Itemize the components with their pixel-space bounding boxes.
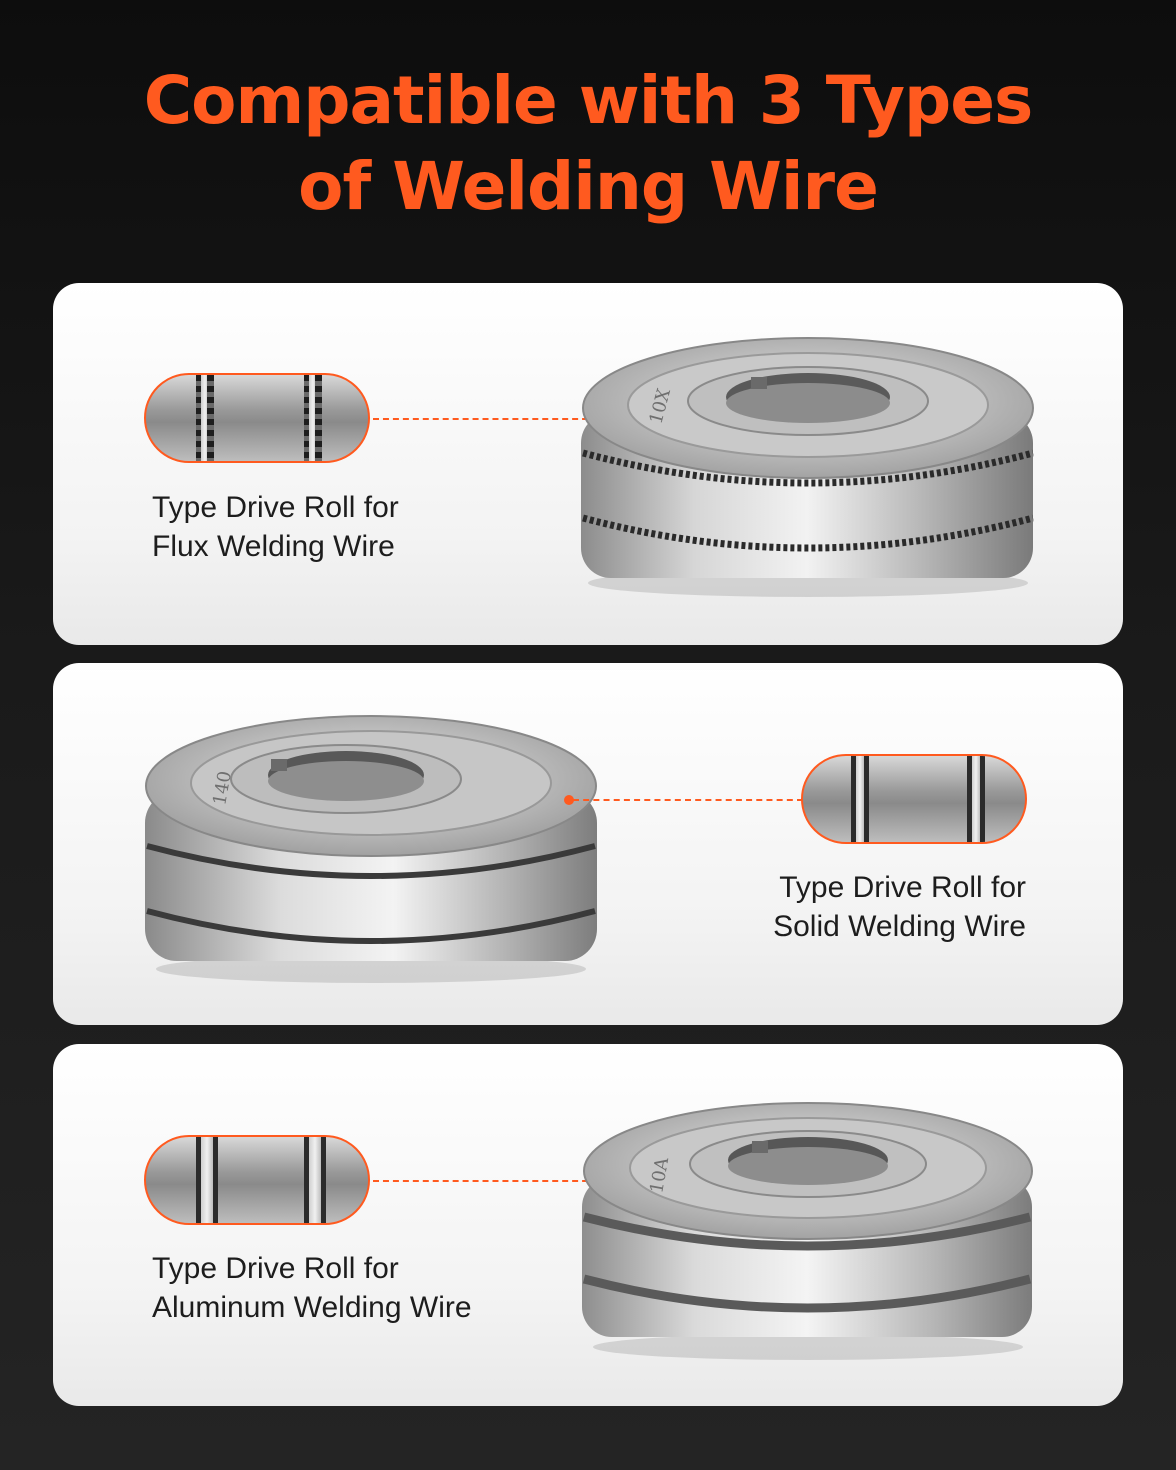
solid-caption: Type Drive Roll for Solid Welding Wire [773,871,1026,943]
knurled-groove-closeup [144,373,370,463]
flux-drive-roll-panel: Type Drive Roll for Flux Welding Wire 10… [53,283,1123,645]
solid-drive-roll-panel: 140 Type Drive Roll for Solid Welding Wi… [53,663,1123,1025]
solid-drive-roll-image: 140 [145,715,597,983]
aluminum-caption: Type Drive Roll for Aluminum Welding Wir… [152,1252,472,1324]
aluminum-drive-roll-image: 10A [582,1102,1033,1360]
leader-line [373,1180,608,1182]
title-line-2: of Welding Wire [298,148,879,225]
page-title: Compatible with 3 Types of Welding Wire [0,58,1176,230]
flux-drive-roll-image: 10X [581,337,1034,597]
leader-dot [564,795,574,805]
title-line-1: Compatible with 3 Types [143,62,1034,139]
v-groove-closeup [801,754,1027,844]
aluminum-drive-roll-panel: Type Drive Roll for Aluminum Welding Wir… [53,1044,1123,1406]
leader-line [573,799,803,801]
flux-caption: Type Drive Roll for Flux Welding Wire [152,491,399,563]
leader-line [373,418,608,420]
u-groove-closeup [144,1135,370,1225]
